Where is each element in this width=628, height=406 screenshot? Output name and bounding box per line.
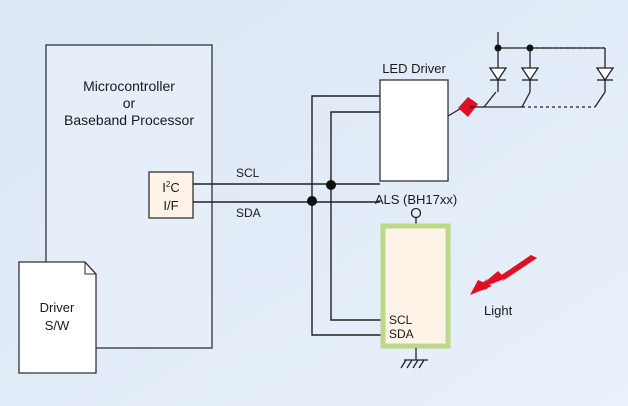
sda-branch-wire: [311, 95, 384, 336]
led-driver-block: LED Driver: [379, 61, 449, 182]
led-driver-label: LED Driver: [382, 61, 446, 76]
als-pin-scl: SCL: [389, 313, 413, 327]
mcu-title-line2: or: [123, 95, 136, 111]
led-2: [520, 48, 540, 92]
als-sensor-block: ALS (BH17xx) SCL SDA: [375, 192, 457, 360]
driver-sw-line1: Driver: [40, 300, 75, 315]
led-array: [488, 32, 615, 92]
light-arrow-icon: [470, 255, 537, 295]
led-output-wires: [447, 91, 606, 117]
mcu-title-line1: Microcontroller: [83, 78, 175, 94]
led-1: [488, 48, 508, 92]
scl-branch-wire: [330, 111, 384, 321]
sda-junction-dot: [307, 196, 317, 206]
mcu-title-line3: Baseband Processor: [64, 112, 194, 128]
als-chip: [380, 223, 451, 349]
ground-icon: [400, 359, 428, 369]
i2c-interface-block: I2C I/F: [148, 171, 194, 219]
bus-scl-label: SCL: [236, 166, 260, 180]
driver-sw-document: Driver S/W: [18, 261, 97, 374]
als-label: ALS (BH17xx): [375, 192, 457, 207]
driver-sw-line2: S/W: [45, 318, 70, 333]
connector-marker: [458, 97, 478, 117]
als-pin-sda: SDA: [389, 327, 414, 341]
bus-sda-label: SDA: [236, 206, 261, 220]
led-3: [595, 48, 615, 92]
als-vcc-terminal: [410, 207, 422, 219]
i2c-label-line2: I/F: [163, 198, 178, 213]
i2c-bus-wires: [193, 95, 384, 336]
light-label: Light: [484, 303, 513, 318]
scl-junction-dot: [326, 180, 336, 190]
i2c-label: I2C: [162, 180, 179, 195]
